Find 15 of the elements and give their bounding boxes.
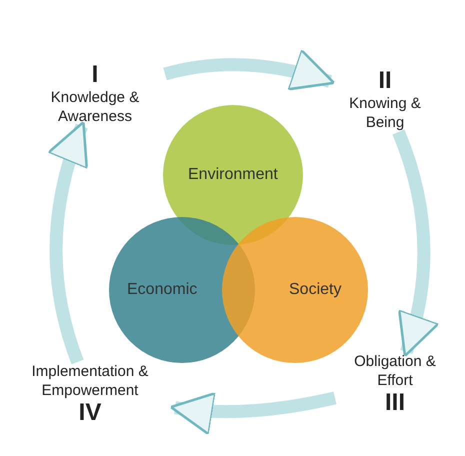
stage-numeral: III [384,390,405,416]
cycle-arrow [163,49,336,92]
stage-text: Knowledge & Awareness [50,88,140,126]
circle-label: Society [289,281,342,299]
cycle-arrow [48,120,90,364]
stage-text: Implementation & Empowerment [30,362,150,400]
circle-label: Environment [188,166,278,184]
stage-text: Knowing & Being [348,94,422,132]
stage-numeral: I [92,62,98,88]
cycle-arrow [392,130,439,358]
stage-numeral: IV [78,400,102,426]
circle-label: Economic [127,281,198,299]
cycle-arrow [170,391,336,435]
stage-numeral: II [378,68,392,94]
stage-text: Obligation & Effort [353,352,437,390]
